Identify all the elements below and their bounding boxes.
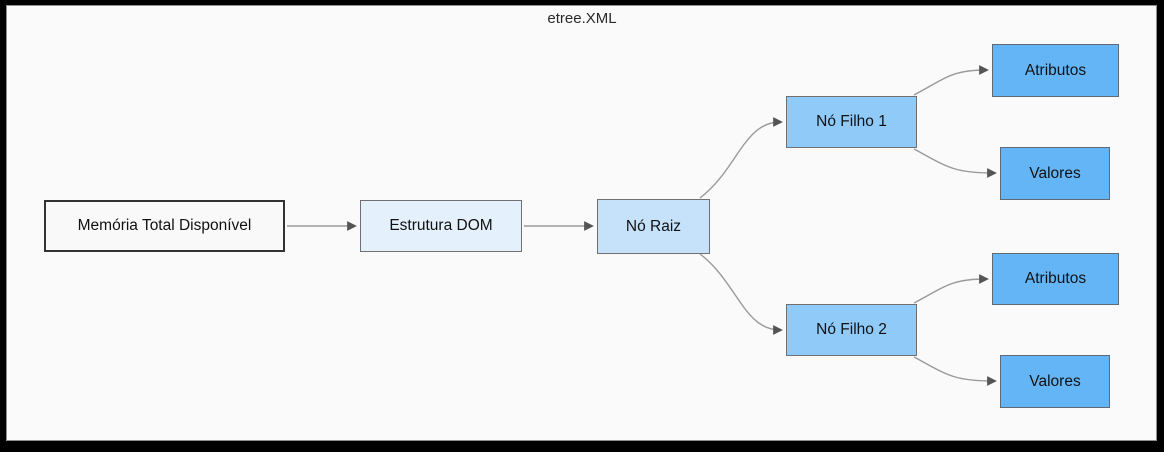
- node-no-raiz: Nó Raiz: [597, 199, 710, 254]
- diagram-title: etree.XML: [547, 10, 617, 27]
- node-label: Estrutura DOM: [389, 217, 493, 234]
- node-label: Nó Filho 1: [816, 113, 887, 130]
- node-label: Atributos: [1024, 270, 1087, 287]
- node-atributos-1: Atributos: [992, 44, 1119, 97]
- node-label: Nó Raiz: [625, 217, 682, 235]
- node-label: Nó Filho 2: [816, 321, 887, 338]
- node-no-filho-1: Nó Filho 1: [786, 96, 917, 148]
- node-label: Memória Total Disponível: [77, 217, 252, 234]
- node-atributos-2: Atributos: [992, 253, 1119, 305]
- node-label: Atributos: [1024, 61, 1087, 79]
- node-no-filho-2: Nó Filho 2: [786, 304, 917, 356]
- node-valores-1: Valores: [1000, 147, 1110, 200]
- node-memoria-total-disponivel: Memória Total Disponível: [44, 200, 285, 252]
- node-estrutura-dom: Estrutura DOM: [360, 200, 522, 252]
- node-label: Valores: [1029, 372, 1081, 390]
- node-valores-2: Valores: [1000, 355, 1110, 408]
- node-label: Valores: [1029, 164, 1081, 182]
